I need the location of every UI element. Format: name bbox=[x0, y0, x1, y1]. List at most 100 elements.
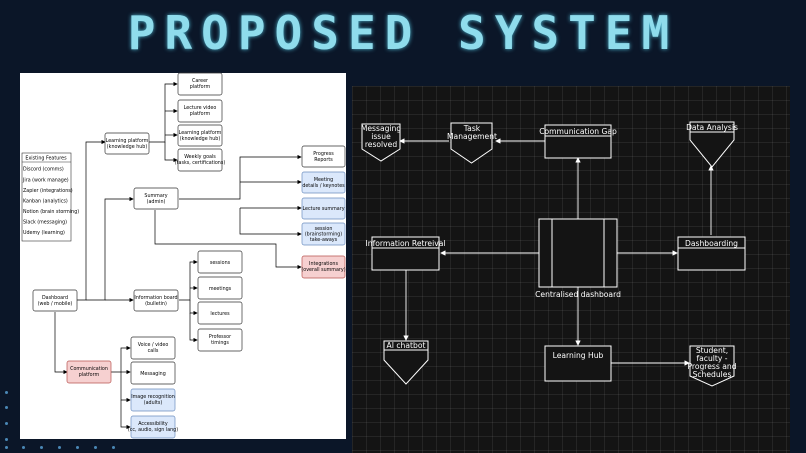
learning-hub-node: Learning Hub bbox=[544, 345, 612, 382]
summary-node: Summary (admin) bbox=[133, 187, 179, 210]
svg-text:Learning platform: Learning platform bbox=[179, 130, 222, 136]
messaging-node: Messaging bbox=[130, 361, 176, 385]
decorative-dots bbox=[0, 380, 130, 453]
left-connectors bbox=[54, 81, 302, 430]
existing-feature-item: Udemy (learning) bbox=[23, 230, 65, 236]
svg-text:(brainstorming): (brainstorming) bbox=[305, 232, 342, 238]
sessions-node: sessions bbox=[197, 250, 243, 274]
image-recognition-node: Image recognition (adults) bbox=[130, 388, 176, 412]
progress-reports-node: Progress Reports bbox=[301, 145, 346, 168]
svg-text:Lecture summary: Lecture summary bbox=[302, 206, 344, 212]
svg-text:(cc, audio, sign lang): (cc, audio, sign lang) bbox=[128, 427, 178, 433]
career-platform-node: Career platform bbox=[177, 72, 223, 96]
messaging-issue-node: Messaging issue resolved bbox=[361, 123, 402, 162]
svg-text:Centralised dashboard: Centralised dashboard bbox=[535, 290, 621, 299]
svg-text:Communication Gap: Communication Gap bbox=[539, 127, 617, 136]
svg-text:(adults): (adults) bbox=[144, 400, 163, 406]
meeting-details-node: Meeting details / keynotes bbox=[301, 171, 346, 194]
svg-text:(knowledge hub): (knowledge hub) bbox=[107, 144, 148, 150]
svg-text:Communication: Communication bbox=[70, 366, 108, 372]
weekly-goals-node: Weekly goals (tasks, certifications) bbox=[175, 148, 226, 172]
svg-text:Management: Management bbox=[447, 132, 497, 141]
communication-gap-node: Communication Gap bbox=[539, 124, 617, 159]
data-analysis-node: Data Analysis bbox=[686, 121, 738, 168]
svg-text:Information board: Information board bbox=[134, 295, 177, 301]
svg-text:(admin): (admin) bbox=[147, 199, 166, 205]
svg-text:session: session bbox=[315, 226, 333, 232]
existing-feature-item: Zapier (integrations) bbox=[23, 188, 73, 194]
svg-text:(web / mobile): (web / mobile) bbox=[38, 301, 73, 307]
svg-text:Weekly goals: Weekly goals bbox=[184, 154, 216, 160]
svg-text:Summary: Summary bbox=[144, 193, 167, 199]
svg-text:faculty -: faculty - bbox=[696, 354, 727, 363]
learning-platform-kh-node: Learning platform (knowledge hub) bbox=[177, 124, 223, 147]
svg-text:Professor: Professor bbox=[209, 334, 231, 340]
svg-text:AI chatbot: AI chatbot bbox=[387, 341, 426, 350]
svg-text:Reports: Reports bbox=[314, 157, 333, 163]
lectures-node: lectures bbox=[197, 301, 243, 325]
svg-text:platform: platform bbox=[190, 84, 211, 90]
svg-text:(knowledge hub): (knowledge hub) bbox=[180, 136, 221, 142]
svg-text:(tasks, certifications): (tasks, certifications) bbox=[175, 160, 226, 166]
dashboarding-node: Dashboarding bbox=[677, 236, 746, 271]
svg-text:Schedules: Schedules bbox=[693, 370, 732, 379]
lecture-summary-node: Lecture summary bbox=[301, 197, 346, 220]
information-retreival-node: Information Retreival bbox=[366, 236, 446, 271]
communication-platform-node: Communication platform bbox=[66, 360, 112, 384]
svg-text:Progress and: Progress and bbox=[687, 362, 736, 371]
existing-feature-item: Slack (messaging) bbox=[23, 220, 67, 226]
information-board-node: Information board (bulletin) bbox=[133, 289, 179, 312]
session-takeaways-node: session (brainstorming) take-aways bbox=[301, 222, 346, 246]
svg-text:Voice / video: Voice / video bbox=[138, 342, 169, 348]
svg-text:Messaging: Messaging bbox=[361, 124, 402, 133]
dashboard-node: Dashboard (web / mobile) bbox=[32, 289, 78, 312]
svg-text:Accessibility: Accessibility bbox=[138, 421, 168, 427]
student-faculty-node: Student, faculty - Progress and Schedule… bbox=[687, 345, 737, 387]
professor-timings-node: Professor timings bbox=[197, 328, 243, 352]
centralised-dashboard-node: Centralised dashboard bbox=[535, 218, 621, 299]
lecture-video-node: Lecture video platform bbox=[177, 99, 223, 123]
existing-features-header: Existing Features bbox=[25, 156, 67, 162]
svg-text:Meeting: Meeting bbox=[314, 177, 333, 183]
svg-text:(overall summary): (overall summary) bbox=[301, 267, 345, 273]
svg-text:Student,: Student, bbox=[696, 346, 728, 355]
svg-text:Career: Career bbox=[192, 78, 208, 84]
task-management-node: Task Management bbox=[447, 122, 497, 164]
svg-text:Image recognition: Image recognition bbox=[131, 394, 175, 400]
svg-text:issue: issue bbox=[371, 132, 391, 141]
svg-text:Task: Task bbox=[463, 124, 481, 133]
page-title: PROPOSED SYSTEM bbox=[127, 6, 679, 60]
accessibility-node: Accessibility (cc, audio, sign lang) bbox=[128, 415, 178, 439]
svg-text:resolved: resolved bbox=[365, 140, 398, 149]
svg-text:Learning Hub: Learning Hub bbox=[553, 351, 604, 360]
svg-text:Integrations: Integrations bbox=[309, 261, 338, 267]
svg-text:Progress: Progress bbox=[313, 151, 334, 157]
svg-text:timings: timings bbox=[211, 340, 229, 346]
existing-feature-item: Notion (brain storming) bbox=[23, 209, 79, 215]
svg-text:sessions: sessions bbox=[210, 260, 231, 266]
svg-text:meetings: meetings bbox=[209, 286, 232, 292]
learning-platform-node: Learning platform (knowledge hub) bbox=[104, 132, 150, 155]
integrations-node: Integrations (overall summary) bbox=[301, 255, 346, 279]
existing-feature-item: Discord (comms) bbox=[23, 167, 64, 173]
svg-text:Dashboarding: Dashboarding bbox=[685, 239, 738, 248]
voice-video-node: Voice / video calls bbox=[130, 336, 176, 360]
svg-text:Messaging: Messaging bbox=[140, 371, 166, 377]
right-connectors bbox=[399, 138, 714, 366]
ai-chatbot-node: AI chatbot bbox=[383, 340, 429, 385]
existing-features-table: Existing Features Discord (comms) Jira (… bbox=[21, 152, 79, 242]
svg-text:platform: platform bbox=[190, 111, 211, 117]
existing-feature-item: Jira (work manage) bbox=[22, 178, 69, 184]
existing-feature-item: Kanban (analytics) bbox=[23, 199, 68, 205]
svg-text:lectures: lectures bbox=[210, 311, 230, 317]
svg-text:details / keynotes: details / keynotes bbox=[302, 183, 345, 189]
svg-text:calls: calls bbox=[148, 348, 159, 354]
svg-text:Learning platform: Learning platform bbox=[106, 138, 149, 144]
svg-text:take-aways: take-aways bbox=[310, 237, 338, 243]
svg-text:Dashboard: Dashboard bbox=[42, 295, 68, 301]
svg-text:platform: platform bbox=[79, 372, 100, 378]
svg-text:Data Analysis: Data Analysis bbox=[686, 123, 738, 132]
svg-text:Information Retreival: Information Retreival bbox=[366, 239, 446, 248]
meetings-node: meetings bbox=[197, 276, 243, 300]
